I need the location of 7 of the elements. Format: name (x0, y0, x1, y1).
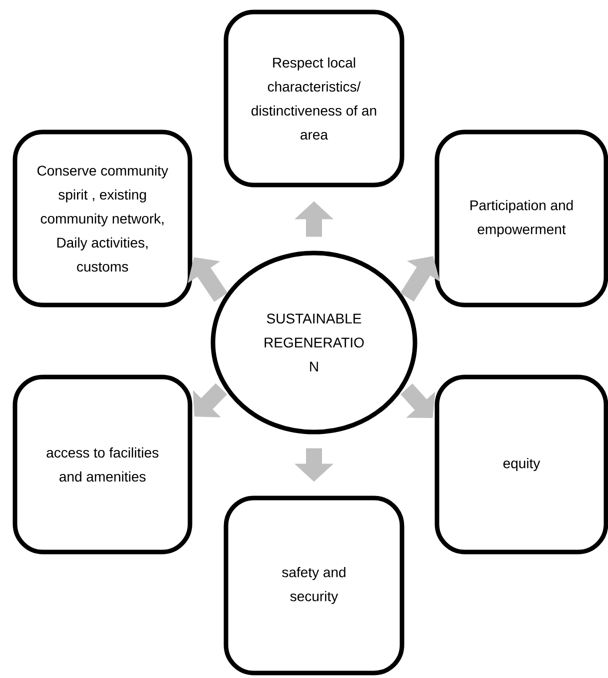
rounded-box: Conserve community spirit , existing community network, Daily activities, customs (12, 130, 192, 308)
rounded-box: access to facilities and amenities (12, 374, 192, 554)
rounded-box: Respect local characteristics/ distinctiveness of an area (224, 10, 404, 188)
rounded-box: safety and security (224, 496, 404, 676)
rounded-box: equity (434, 374, 608, 554)
block-arrow (400, 384, 436, 418)
rounded-box: Participation and empowerment (434, 130, 608, 308)
